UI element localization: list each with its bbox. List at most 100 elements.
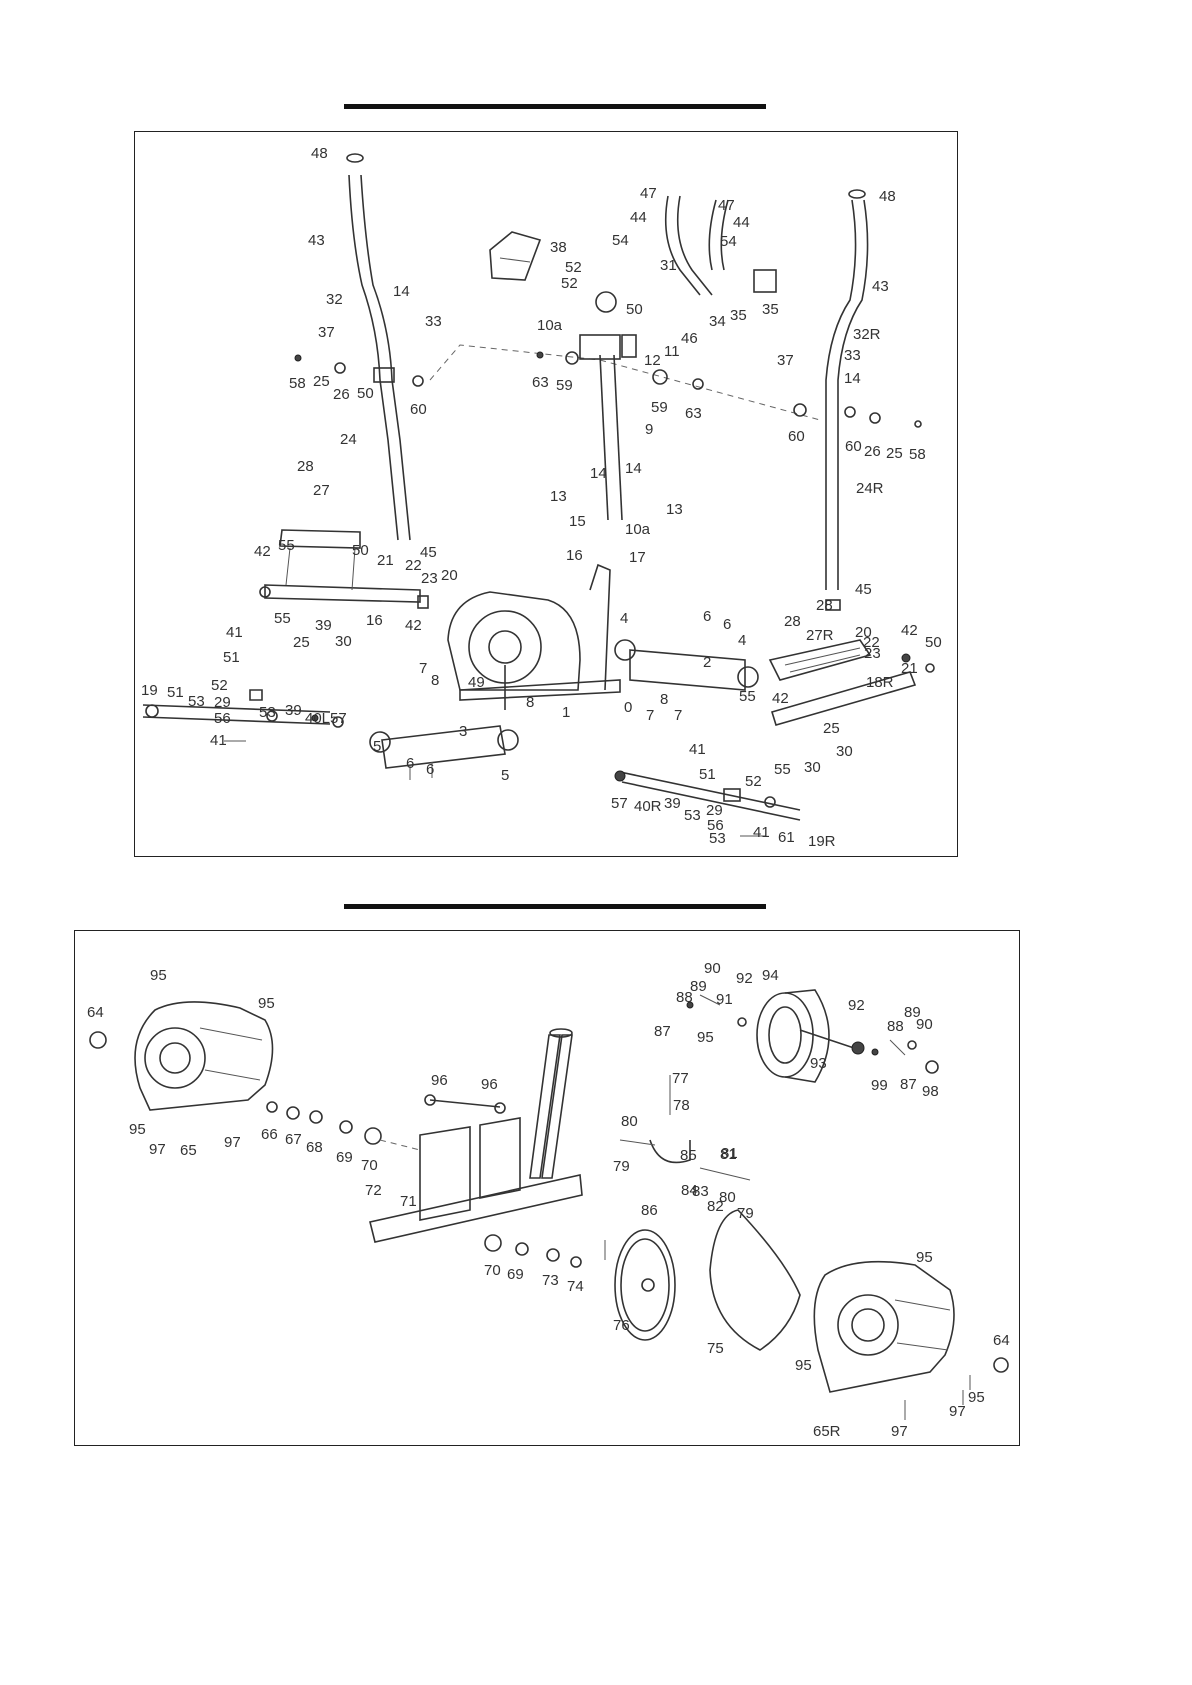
top-part-label: 53 [709, 830, 726, 847]
top-part-label: 52 [745, 773, 762, 790]
top-part-label: 42 [405, 617, 422, 634]
top-part-label: 41 [689, 741, 706, 758]
top-part-label: 60 [845, 438, 862, 455]
axle-line [429, 344, 821, 421]
bottom-part-label: 71 [400, 1193, 417, 1210]
top-part-label: 52 [211, 677, 228, 694]
top-part-label: 28 [297, 458, 314, 475]
top-part-label: 55 [278, 537, 295, 554]
bottom-part-label: 97 [224, 1134, 241, 1151]
top-part-label: 13 [666, 501, 683, 518]
top-part-label: 56 [707, 817, 724, 834]
top-part-label: 12 [644, 352, 661, 369]
top-part-label: 53 [259, 704, 276, 721]
top-part-label: 37 [777, 352, 794, 369]
left-handlebar-pole [348, 174, 399, 541]
top-part-label: 58 [289, 375, 306, 392]
top-part-label: 29 [214, 694, 231, 711]
top-part-label: 20 [855, 624, 872, 641]
bottom-part-label: 84 [681, 1182, 698, 1199]
top-part-label: 5 [373, 738, 381, 755]
bottom-part-label: 68 [306, 1139, 323, 1156]
top-part-label: 32 [326, 291, 343, 308]
top-part-label: 45 [855, 581, 872, 598]
left-pedal-bar [279, 529, 361, 549]
top-part-label: 10a [537, 317, 563, 334]
bottom-part-label: 95 [795, 1357, 812, 1374]
flywheel [756, 992, 814, 1078]
bottom-part-label: 70 [361, 1157, 378, 1174]
top-part-label: 21 [901, 660, 918, 677]
top-part-label: 28 [816, 597, 833, 614]
top-part-label: 52 [565, 259, 582, 276]
top-part-label: 11 [664, 343, 680, 360]
top-part-label: 23 [864, 645, 881, 662]
bottom-part-label: 74 [567, 1278, 584, 1295]
bottom-part-label: 77 [672, 1070, 689, 1087]
top-part-label: 41 [753, 824, 770, 841]
top-part-label: 55 [774, 761, 791, 778]
bottom-part-label: 65 [180, 1142, 197, 1159]
top-part-label: 54 [612, 232, 629, 249]
top-part-label: 34 [709, 313, 726, 330]
top-part-label: 41 [210, 732, 227, 749]
top-part-label: 44 [630, 209, 647, 226]
top-part-label: 50 [626, 301, 643, 318]
bottom-part-label: 83 [692, 1183, 709, 1200]
bottom-part-label: 80 [719, 1189, 736, 1206]
top-part-label: 25 [823, 720, 840, 737]
front-stabilizer [629, 649, 746, 691]
left-side-cover [134, 1001, 274, 1111]
top-part-label: 27 [313, 482, 330, 499]
bottom-part-label: 64 [993, 1332, 1010, 1349]
top-part-label: 37 [318, 324, 335, 341]
top-part-label: 57 [611, 795, 628, 812]
left-end-cap [346, 153, 364, 163]
top-part-label: 21 [377, 552, 394, 569]
bottom-part-label: 72 [365, 1182, 382, 1199]
bottom-part-label: 78 [673, 1097, 690, 1114]
bottom-part-label: 87 [654, 1023, 671, 1040]
bottom-part-label: 69 [336, 1149, 353, 1166]
top-part-label: 40R [634, 798, 662, 815]
top-part-label: 15 [569, 513, 586, 530]
bottom-part-label: 98 [922, 1083, 939, 1100]
top-part-label: 14 [844, 370, 861, 387]
bottom-part-label: 64 [87, 1004, 104, 1021]
top-part-label: 30 [804, 759, 821, 776]
top-part-label: 4 [620, 610, 628, 627]
top-part-label: 50 [925, 634, 942, 651]
top-part-label: 16 [566, 547, 583, 564]
bottom-part-label: 95 [129, 1121, 146, 1138]
top-part-label: 30 [836, 743, 853, 760]
top-part-label: 44 [733, 214, 750, 231]
bottom-part-label: 94 [762, 967, 779, 984]
top-part-label: 6 [723, 616, 731, 633]
top-part-label: 10a [625, 521, 651, 538]
console [489, 231, 542, 281]
top-part-label: 55 [274, 610, 291, 627]
top-part-label: 5 [501, 767, 509, 784]
bottom-part-label: 96 [431, 1072, 448, 1089]
diagram-geometry [89, 153, 1009, 1420]
top-part-label: 29 [706, 802, 723, 819]
top-part-label: 42 [254, 543, 271, 560]
top-part-label: 56 [214, 710, 231, 727]
top-part-label: 17 [629, 549, 646, 566]
center-column [599, 354, 609, 521]
top-title-bar [344, 104, 766, 109]
center-handlebar-left [664, 195, 701, 296]
top-part-label: 47 [718, 197, 735, 214]
bottom-part-label: 79 [737, 1205, 754, 1222]
top-part-label: 9 [645, 421, 653, 438]
bottom-part-label: 88 [676, 989, 693, 1006]
top-part-label: 48 [879, 188, 896, 205]
top-part-label: 8 [660, 691, 668, 708]
top-part-label: 43 [872, 278, 889, 295]
top-part-label: 18R [866, 674, 894, 691]
top-part-label: 45 [420, 544, 437, 561]
top-part-label: 60 [788, 428, 805, 445]
drive-belt [709, 1209, 801, 1351]
bottom-part-label: 90 [916, 1016, 933, 1033]
